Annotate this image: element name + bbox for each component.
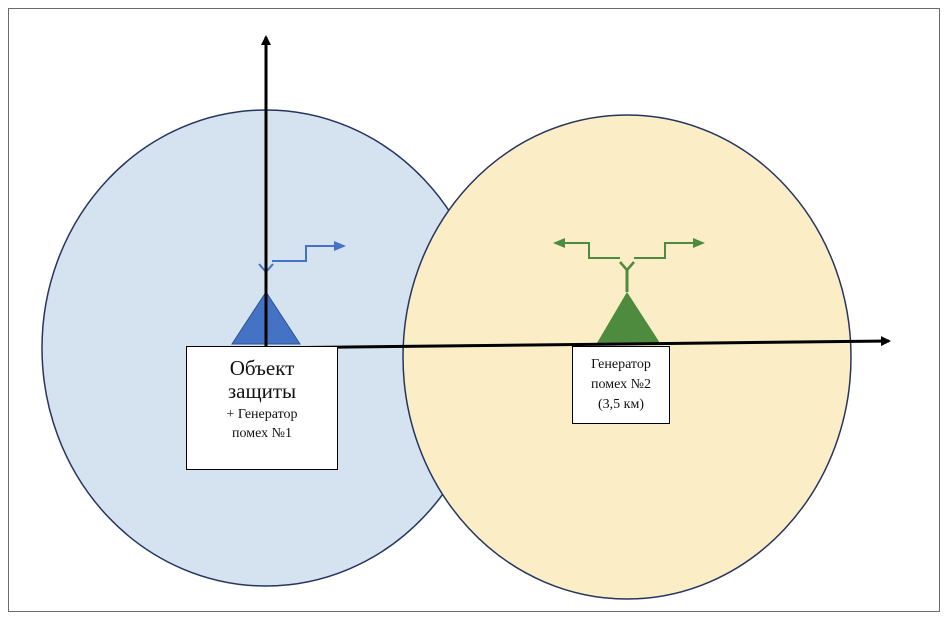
generator-label-line-3: (3,5 км) (598, 397, 644, 412)
generator-2-label-box: Генератор помех №2 (3,5 км) (572, 346, 670, 424)
generator-label-line-2: помех №2 (591, 377, 651, 392)
generator-label-line-1: Генератор (591, 357, 651, 372)
object-label-line-1: Объект (229, 356, 295, 380)
x-axis-arrow (261, 336, 891, 350)
object-label-line-2: защиты (227, 379, 297, 403)
protected-object-label-box: Объект защиты + Генератор помех №1 (186, 346, 338, 470)
generator-2-antenna-icon (553, 238, 705, 343)
object-label-line-3: + Генератор (226, 407, 298, 422)
object-label-line-4: помех №1 (232, 426, 292, 441)
